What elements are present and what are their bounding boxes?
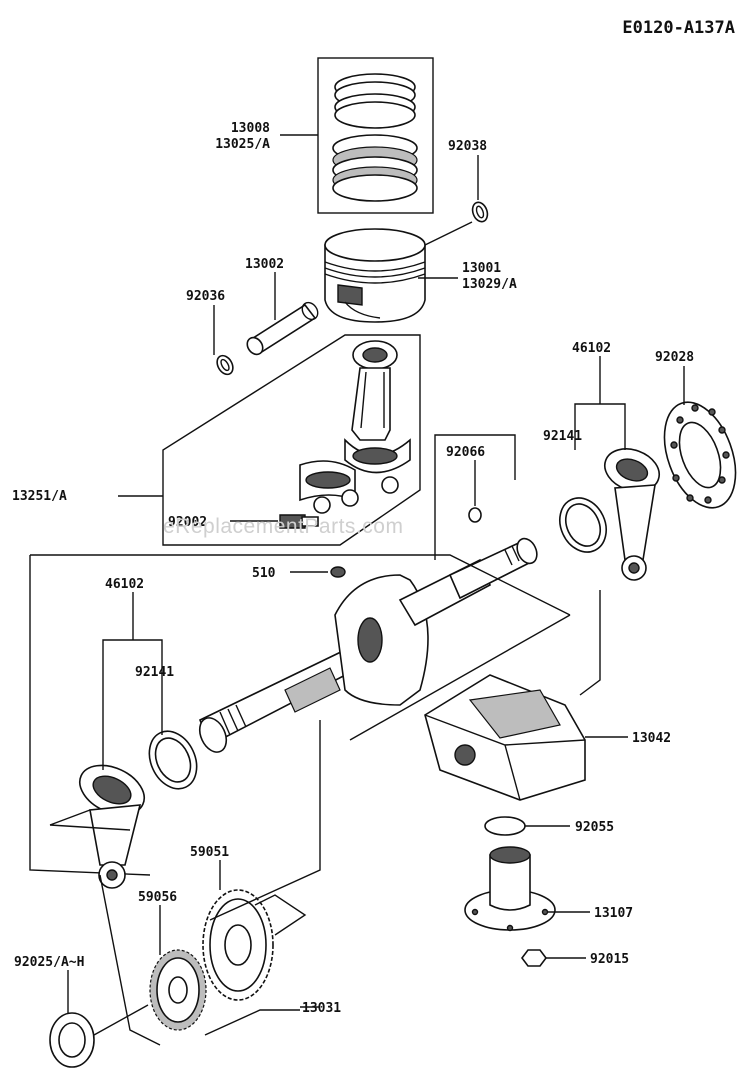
crankshaft xyxy=(198,537,538,753)
label-13008: 13008 xyxy=(231,121,270,136)
label-92015: 92015 xyxy=(590,952,629,967)
label-59051: 59051 xyxy=(190,845,229,860)
piston-rings-13008 xyxy=(317,57,434,214)
key-510 xyxy=(330,566,346,578)
diagram-code: E0120-A137A xyxy=(622,18,735,38)
label-46102-right: 46102 xyxy=(572,341,611,356)
gear-59051 xyxy=(202,889,274,1001)
thrust-washer-92028 xyxy=(663,401,737,509)
label-13251A: 13251/A xyxy=(12,489,67,504)
bearing-92141-right xyxy=(559,497,607,553)
label-92025: 92025/A~H xyxy=(14,955,84,970)
shim-92025 xyxy=(49,1012,95,1068)
circlip-92036 xyxy=(216,354,234,376)
o-ring-92055 xyxy=(484,816,526,836)
label-92038: 92038 xyxy=(448,139,487,154)
label-92141-left: 92141 xyxy=(135,665,174,680)
connecting-rod-13251A xyxy=(299,340,411,514)
label-13031: 13031 xyxy=(302,1001,341,1016)
label-13025A: 13025/A xyxy=(215,137,270,152)
balancer-13042 xyxy=(424,674,586,801)
shaft-13107 xyxy=(464,846,556,932)
label-92002: 92002 xyxy=(168,515,207,530)
watermark: eReplacementParts.com xyxy=(163,515,403,538)
bearing-92141-left xyxy=(148,730,198,790)
label-13002: 13002 xyxy=(245,257,284,272)
piston-13001 xyxy=(324,228,426,323)
label-92066: 92066 xyxy=(446,445,485,460)
piston-pin-13002 xyxy=(246,301,319,356)
label-46102-left: 46102 xyxy=(105,577,144,592)
label-510: 510 xyxy=(252,566,276,581)
nut-92015 xyxy=(521,949,547,967)
connecting-rod-46102-left xyxy=(79,764,145,889)
connecting-rod-46102-right xyxy=(604,448,660,581)
bolt-92002 xyxy=(279,514,319,529)
label-92055: 92055 xyxy=(575,820,614,835)
label-13107: 13107 xyxy=(594,906,633,921)
label-13042: 13042 xyxy=(632,731,671,746)
label-92028: 92028 xyxy=(655,350,694,365)
circlip-92038 xyxy=(471,201,489,223)
label-92141-right: 92141 xyxy=(543,429,582,444)
label-92036: 92036 xyxy=(186,289,225,304)
label-13001: 13001 xyxy=(462,261,501,276)
key-92066 xyxy=(468,507,482,523)
gear-59056 xyxy=(149,949,207,1031)
label-13029A: 13029/A xyxy=(462,277,517,292)
label-59056: 59056 xyxy=(138,890,177,905)
